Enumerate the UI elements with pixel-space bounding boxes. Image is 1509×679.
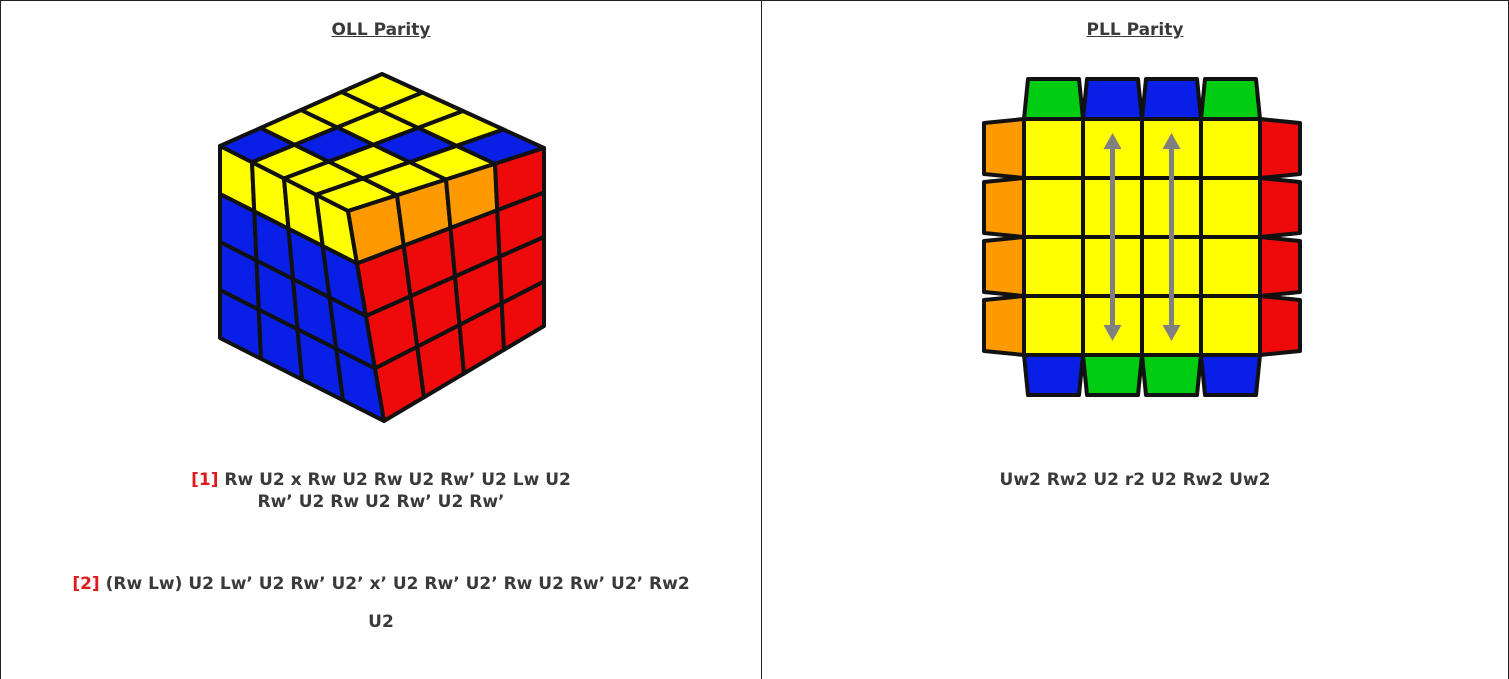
pll-top-sticker <box>1201 237 1260 296</box>
pll-bottom-edge-sticker <box>1083 355 1142 395</box>
pll-right-edge-sticker <box>1260 237 1300 296</box>
oll-parity-cell: OLL Parity [1] Rw U2 x Rw U2 Rw U2 Rw’ U… <box>0 0 761 679</box>
pll-top-edge-sticker <box>1083 79 1142 119</box>
pll-top-edge-sticker <box>1201 79 1260 119</box>
oll-alg-1-number: [1] <box>191 470 218 490</box>
pll-top-sticker <box>1024 296 1083 355</box>
pll-left-edge-sticker <box>984 296 1024 355</box>
pll-bottom-edge-sticker <box>1201 355 1260 395</box>
oll-parity-title: OLL Parity <box>1 20 761 40</box>
pll-bottom-edge-sticker <box>1024 355 1083 395</box>
pll-top-view-image <box>967 74 1307 409</box>
pll-left-edge-sticker <box>984 119 1024 178</box>
pll-left-edge-sticker <box>984 178 1024 237</box>
oll-cube-image <box>206 56 566 441</box>
pll-left-edge-sticker <box>984 237 1024 296</box>
oll-alg-1-line-2: Rw’ U2 Rw U2 Rw’ U2 Rw’ <box>1 492 761 512</box>
pll-parity-title: PLL Parity <box>762 20 1508 40</box>
oll-alg-2-line-1: [2] (Rw Lw) U2 Lw’ U2 Rw’ U2’ x’ U2 Rw’ … <box>1 574 761 594</box>
pll-right-edge-sticker <box>1260 296 1300 355</box>
oll-alg-2-line-2: U2 <box>1 612 761 632</box>
pll-top-sticker <box>1201 296 1260 355</box>
pll-top-sticker <box>1201 178 1260 237</box>
pll-alg: Uw2 Rw2 U2 r2 U2 Rw2 Uw2 <box>762 470 1508 490</box>
pll-top-face <box>1024 119 1260 355</box>
pll-top-sticker <box>1201 119 1260 178</box>
pll-top-edge-sticker <box>1142 79 1201 119</box>
oll-alg-1: [1] Rw U2 x Rw U2 Rw U2 Rw’ U2 Lw U2 Rw’… <box>1 470 761 512</box>
oll-alg-1-text-1: Rw U2 x Rw U2 Rw U2 Rw’ U2 Lw U2 <box>224 470 571 490</box>
pll-top-sticker <box>1024 178 1083 237</box>
pll-right-edge-sticker <box>1260 119 1300 178</box>
pll-parity-cell: PLL Parity Uw2 Rw2 U2 r2 U2 Rw2 Uw2 <box>761 0 1509 679</box>
oll-alg-2: [2] (Rw Lw) U2 Lw’ U2 Rw’ U2’ x’ U2 Rw’ … <box>1 574 761 632</box>
pll-top-sticker <box>1024 119 1083 178</box>
oll-alg-1-line-1: [1] Rw U2 x Rw U2 Rw U2 Rw’ U2 Lw U2 <box>1 470 761 490</box>
pll-right-edge-sticker <box>1260 178 1300 237</box>
oll-alg-2-number: [2] <box>72 574 99 594</box>
oll-alg-2-text-1: (Rw Lw) U2 Lw’ U2 Rw’ U2’ x’ U2 Rw’ U2’ … <box>106 574 690 594</box>
pll-top-sticker <box>1024 237 1083 296</box>
pll-top-edge-sticker <box>1024 79 1083 119</box>
pll-bottom-edge-sticker <box>1142 355 1201 395</box>
